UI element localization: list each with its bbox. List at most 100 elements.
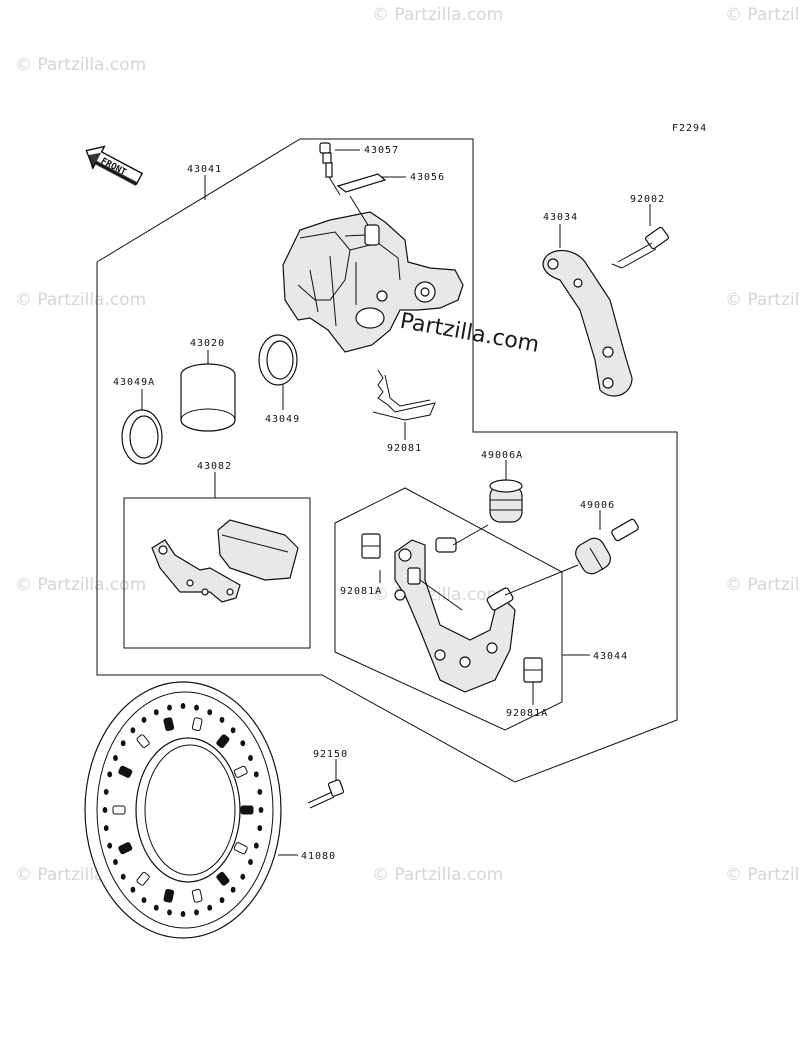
disc-hole — [258, 807, 264, 813]
watermark: © Partzilla.com — [725, 290, 800, 310]
disc-slot — [118, 765, 133, 778]
disc-hole — [113, 859, 118, 865]
disc-slot — [136, 734, 150, 749]
label-92081A-left: 92081A — [340, 586, 382, 597]
disc-hole — [130, 727, 136, 734]
disc-hole — [230, 886, 236, 893]
caliper-bracket — [394, 524, 579, 693]
watermark: © Partzilla.com — [15, 575, 146, 595]
watermark: © Partzilla.com — [372, 585, 503, 605]
watermark: © Partzilla.com — [15, 290, 146, 310]
label-43020: 43020 — [190, 338, 225, 349]
label-43049: 43049 — [265, 414, 300, 425]
bolt-92150 — [307, 779, 345, 809]
disc-slot — [163, 717, 175, 732]
disc-hole — [240, 740, 246, 747]
bleed-cap — [336, 173, 387, 226]
disc-hole — [102, 807, 108, 813]
seal-43049 — [258, 334, 298, 386]
seal-43049A — [121, 409, 163, 465]
center-watermark: Partzilla.com — [398, 309, 541, 358]
bolt-92002 — [611, 226, 670, 269]
disc-hole — [194, 704, 199, 711]
spring-92081 — [372, 369, 436, 421]
disc-hole — [120, 873, 126, 880]
watermark: © Partzilla.com — [725, 5, 800, 25]
watermarks: © Partzilla.com © Partzilla.com © Partzi… — [15, 5, 800, 885]
label-49006A: 49006A — [481, 450, 523, 461]
disc-hole — [257, 788, 263, 795]
disc-hole — [167, 909, 172, 916]
disc-slot — [216, 734, 230, 749]
center-watermark-text: Partzilla.com — [398, 309, 541, 358]
disc-hole — [219, 716, 225, 723]
brake-disc — [84, 681, 282, 939]
label-43049A: 43049A — [113, 377, 155, 388]
disc-hole — [153, 709, 159, 716]
disc-hole — [103, 825, 109, 832]
label-92081: 92081 — [387, 443, 422, 454]
clip-92081A-bottom — [523, 657, 543, 683]
disc-hole — [230, 727, 236, 734]
pad-box-outline — [123, 497, 311, 649]
disc-hole — [248, 755, 253, 761]
label-43041: 43041 — [187, 164, 222, 175]
watermark: © Partzilla.com — [372, 5, 503, 25]
disc-hole — [257, 825, 263, 832]
disc-hole — [107, 842, 113, 849]
brake-pads — [151, 519, 299, 603]
main-assembly-outline — [96, 138, 678, 783]
disc-hole — [103, 788, 109, 795]
diagram-code: F2294 — [672, 123, 707, 134]
disc-hole — [180, 703, 186, 709]
boot-49006 — [575, 518, 639, 575]
label-43082: 43082 — [197, 461, 232, 472]
watermark: © Partzilla.com — [372, 865, 503, 885]
leader-lines — [141, 149, 651, 856]
disc-holes — [102, 703, 264, 917]
disc-hole — [207, 709, 213, 716]
disc-hole — [130, 886, 136, 893]
disc-hole — [141, 897, 147, 904]
label-49006: 49006 — [580, 500, 615, 511]
disc-hole — [253, 771, 259, 778]
part-labels: 43041 43057 43056 43034 92002 43020 4304… — [113, 145, 664, 862]
piston — [180, 363, 236, 432]
front-arrow-icon: FRONT — [85, 145, 144, 186]
disc-slot — [233, 765, 248, 778]
disc-hole — [113, 755, 118, 761]
disc-hole — [107, 771, 113, 778]
bracket-box-outline — [334, 487, 563, 731]
label-43056: 43056 — [410, 172, 445, 183]
disc-slot — [233, 842, 248, 855]
disc-slot — [240, 805, 254, 815]
label-43044: 43044 — [593, 651, 628, 662]
disc-hole — [153, 904, 159, 911]
disc-slot — [136, 871, 150, 886]
bleed-valve — [319, 142, 341, 196]
watermark: © Partzilla.com — [725, 865, 800, 885]
label-41080: 41080 — [301, 851, 336, 862]
boot-49006A — [489, 479, 523, 523]
disc-hole — [141, 716, 147, 723]
disc-slot — [216, 871, 230, 886]
disc-hole — [248, 859, 253, 865]
disc-slot — [112, 805, 126, 815]
disc-slot — [163, 888, 175, 903]
label-43034: 43034 — [543, 212, 578, 223]
disc-hole — [194, 909, 199, 916]
disc-hole — [207, 904, 213, 911]
clip-92081A-left — [361, 533, 421, 585]
disc-hole — [240, 873, 246, 880]
caliper-body — [282, 211, 464, 353]
watermark: © Partzilla.com — [725, 575, 800, 595]
disc-hole — [167, 704, 172, 711]
disc-hole — [219, 897, 225, 904]
disc-slot — [118, 842, 133, 855]
label-92150: 92150 — [313, 749, 348, 760]
disc-hole — [253, 842, 259, 849]
label-92081A-bottom: 92081A — [506, 708, 548, 719]
disc-slot — [191, 888, 203, 903]
disc-hole — [180, 911, 186, 917]
